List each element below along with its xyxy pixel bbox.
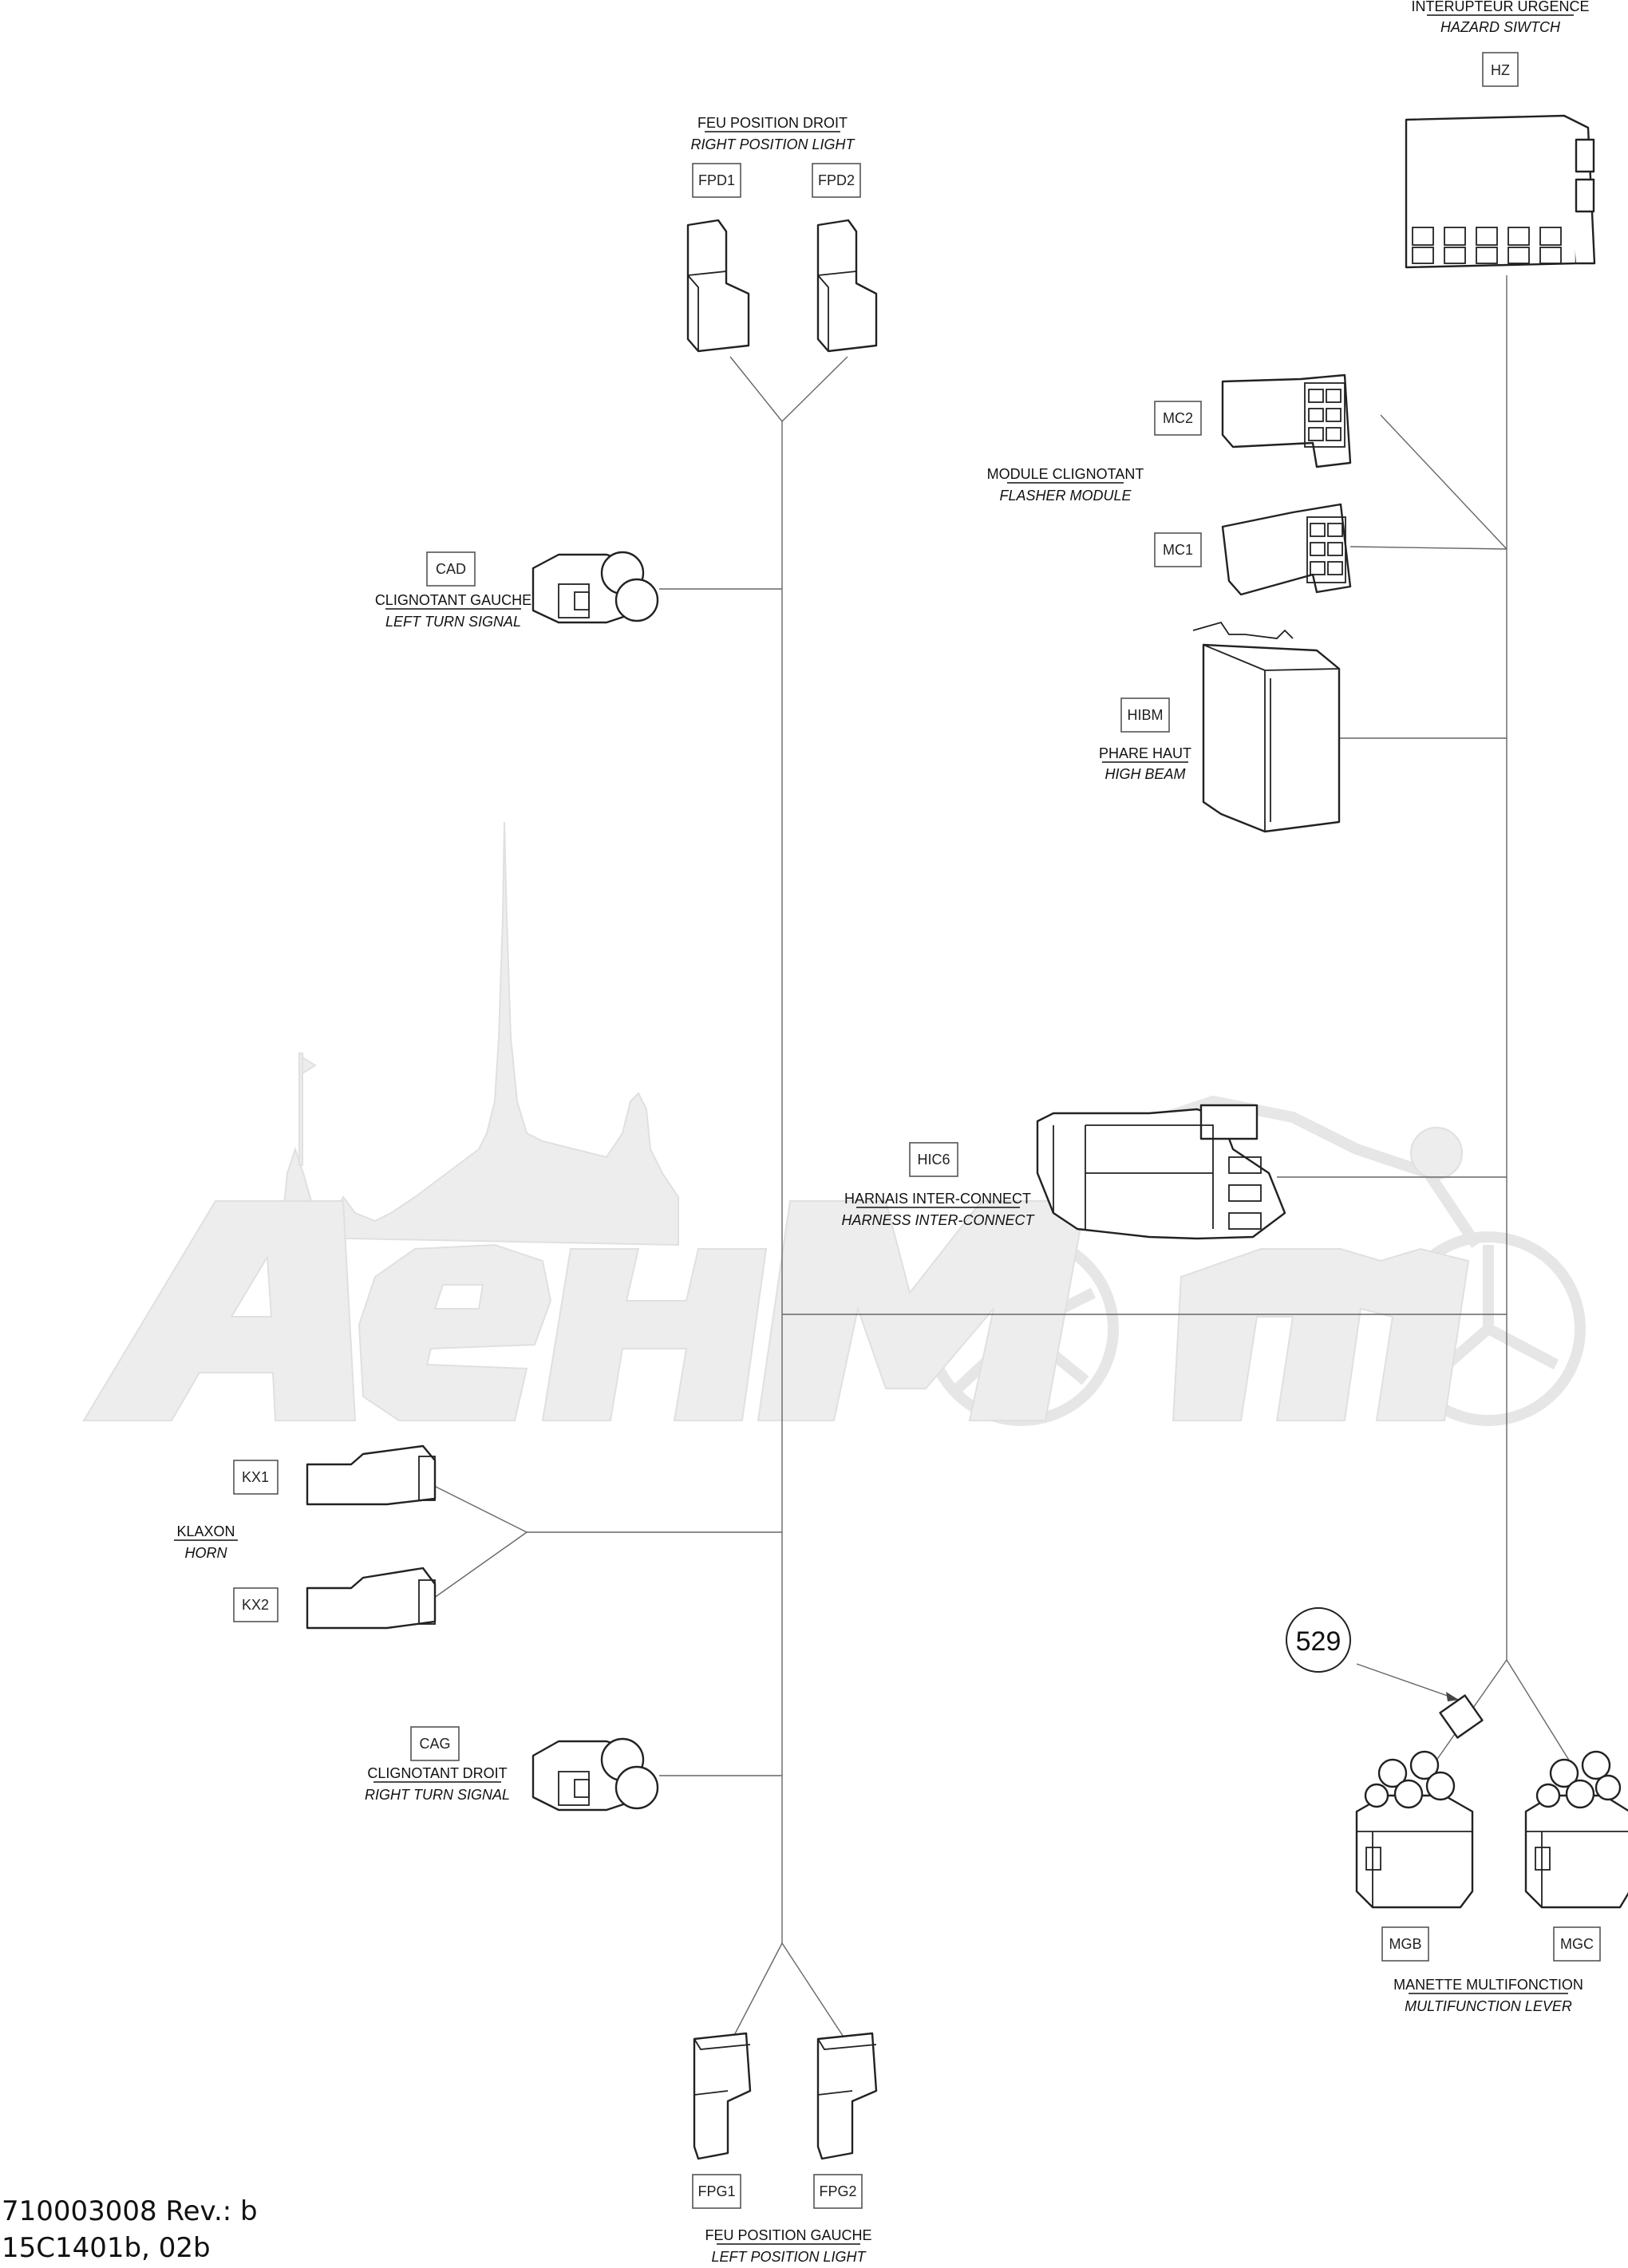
multifunction-lever-connectors: MGB MGC MANETTE MULTIFONCTION MULTIFUNCT… [1355, 1750, 1628, 2014]
cag-code: CAG [419, 1736, 450, 1752]
high-beam-connector: HIBM PHARE HAUT HIGH BEAM [1099, 621, 1341, 833]
left-position-light-label-en: LEFT POSITION LIGHT [711, 2249, 867, 2265]
left-turn-signal-label-fr: CLIGNOTANT GAUCHE [375, 592, 531, 608]
hazard-switch-connector: INTERUPTEUR URGENCE HAZARD SIWTCH HZ [1405, 0, 1596, 269]
hazard-switch-label-fr: INTERUPTEUR URGENCE [1411, 0, 1589, 14]
mgc-code: MGC [1560, 1936, 1594, 1952]
kx1-code: KX1 [242, 1469, 269, 1485]
left-turn-signal-connector: CAD CLIGNOTANT GAUCHE LEFT TURN SIGNAL [375, 551, 659, 630]
right-turn-signal-label-en: RIGHT TURN SIGNAL [365, 1787, 510, 1803]
fpg2-code: FPG2 [819, 2183, 856, 2199]
hazard-switch-code: HZ [1491, 62, 1510, 78]
fpd2-code: FPD2 [818, 172, 855, 188]
flasher-module-connectors: MC2 MODULE CLIGNOTANT FLASHER MODULE MC1 [987, 373, 1352, 596]
watermark-logo [82, 821, 1586, 1426]
left-position-light-connectors: FPG1 FPG2 FEU POSITION GAUCHE LEFT POSIT… [692, 2032, 878, 2265]
right-position-light-label-fr: FEU POSITION DROIT [697, 115, 848, 131]
horn-connectors: KX1 KLAXON HORN KX2 [174, 1444, 437, 1630]
mc2-code: MC2 [1163, 410, 1193, 426]
mgb-code: MGB [1389, 1936, 1421, 1952]
wiring-harness [430, 275, 1577, 2044]
high-beam-label-en: HIGH BEAM [1104, 766, 1185, 782]
multifunction-lever-label-fr: MANETTE MULTIFONCTION [1393, 1977, 1583, 1993]
multifunction-lever-label-en: MULTIFUNCTION LEVER [1405, 1998, 1572, 2014]
right-turn-signal-connector: CAG CLIGNOTANT DROIT RIGHT TURN SIGNAL [365, 1726, 659, 1812]
harness-inter-connect-connector: HIC6 HARNAIS INTER-CONNECT HARNESS INTER… [841, 1104, 1286, 1240]
right-turn-signal-label-fr: CLIGNOTANT DROIT [367, 1765, 507, 1781]
right-position-light-connectors: FEU POSITION DROIT RIGHT POSITION LIGHT … [686, 115, 878, 353]
left-turn-signal-label-en: LEFT TURN SIGNAL [385, 614, 521, 630]
hic6-code: HIC6 [917, 1152, 950, 1168]
high-beam-label-fr: PHARE HAUT [1099, 745, 1191, 761]
fpd1-code: FPD1 [698, 172, 735, 188]
horn-label-en: HORN [185, 1545, 228, 1561]
right-position-light-label-en: RIGHT POSITION LIGHT [690, 136, 855, 152]
drawing-number: 710003008 Rev.: b [2, 2195, 258, 2227]
harness-inter-connect-label-en: HARNESS INTER-CONNECT [841, 1212, 1035, 1228]
harness-inter-connect-label-fr: HARNAIS INTER-CONNECT [844, 1191, 1031, 1207]
mc1-code: MC1 [1163, 542, 1193, 558]
hazard-switch-label-en: HAZARD SIWTCH [1440, 19, 1561, 35]
callout-number: 529 [1296, 1626, 1342, 1657]
flasher-module-label-en: FLASHER MODULE [999, 488, 1132, 504]
cad-code: CAD [436, 561, 466, 577]
revision-reference: 15C1401b, 02b [2, 2232, 211, 2264]
horn-label-fr: KLAXON [176, 1523, 235, 1539]
fpg1-code: FPG1 [697, 2183, 735, 2199]
hibm-code: HIBM [1128, 707, 1164, 723]
kx2-code: KX2 [242, 1597, 269, 1613]
left-position-light-label-fr: FEU POSITION GAUCHE [705, 2227, 871, 2243]
flasher-module-label-fr: MODULE CLIGNOTANT [987, 466, 1144, 482]
callout-529: 529 [1286, 1607, 1484, 1739]
